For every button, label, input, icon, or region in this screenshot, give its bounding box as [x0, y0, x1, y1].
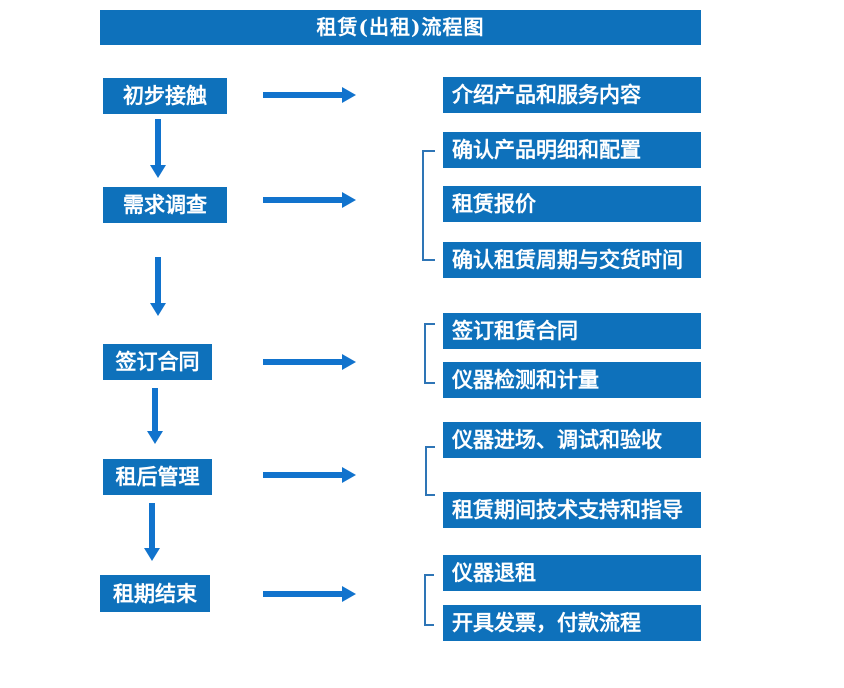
right-arrow-icon: [263, 467, 356, 483]
detail-box-rental-quote: 租赁报价: [443, 186, 701, 222]
down-arrow-icon: [144, 503, 160, 561]
detail-box-sign-rental-contract: 签订租赁合同: [443, 313, 701, 349]
stage-box-rental-end: 租期结束: [100, 575, 210, 612]
right-arrow-icon: [263, 586, 356, 602]
right-arrow-icon: [263, 192, 356, 208]
stage-box-post-rental-management: 租后管理: [103, 459, 212, 495]
right-arrow-icon: [263, 354, 356, 370]
group-bracket: [424, 323, 435, 384]
stage-box-demand-survey: 需求调查: [103, 187, 227, 223]
detail-box-tech-support: 租赁期间技术支持和指导: [443, 492, 701, 528]
down-arrow-icon: [150, 257, 166, 316]
down-arrow-icon: [150, 119, 166, 178]
stage-box-sign-contract: 签订合同: [103, 344, 212, 380]
group-bracket: [425, 446, 435, 496]
flowchart-title: 租赁(出租)流程图: [100, 10, 701, 45]
group-bracket: [422, 150, 435, 261]
stage-box-initial-contact: 初步接触: [103, 78, 227, 114]
detail-box-instrument-setup-acceptance: 仪器进场、调试和验收: [443, 422, 701, 458]
detail-box-confirm-period-delivery: 确认租赁周期与交货时间: [443, 242, 701, 278]
right-arrow-icon: [263, 87, 356, 103]
group-bracket: [424, 574, 434, 626]
detail-box-introduce-products: 介绍产品和服务内容: [443, 77, 701, 113]
down-arrow-icon: [147, 388, 163, 444]
detail-box-instrument-return: 仪器退租: [443, 555, 701, 591]
detail-box-confirm-product-config: 确认产品明细和配置: [443, 132, 701, 168]
detail-box-invoice-payment: 开具发票，付款流程: [443, 605, 701, 641]
detail-box-instrument-testing: 仪器检测和计量: [443, 362, 701, 398]
